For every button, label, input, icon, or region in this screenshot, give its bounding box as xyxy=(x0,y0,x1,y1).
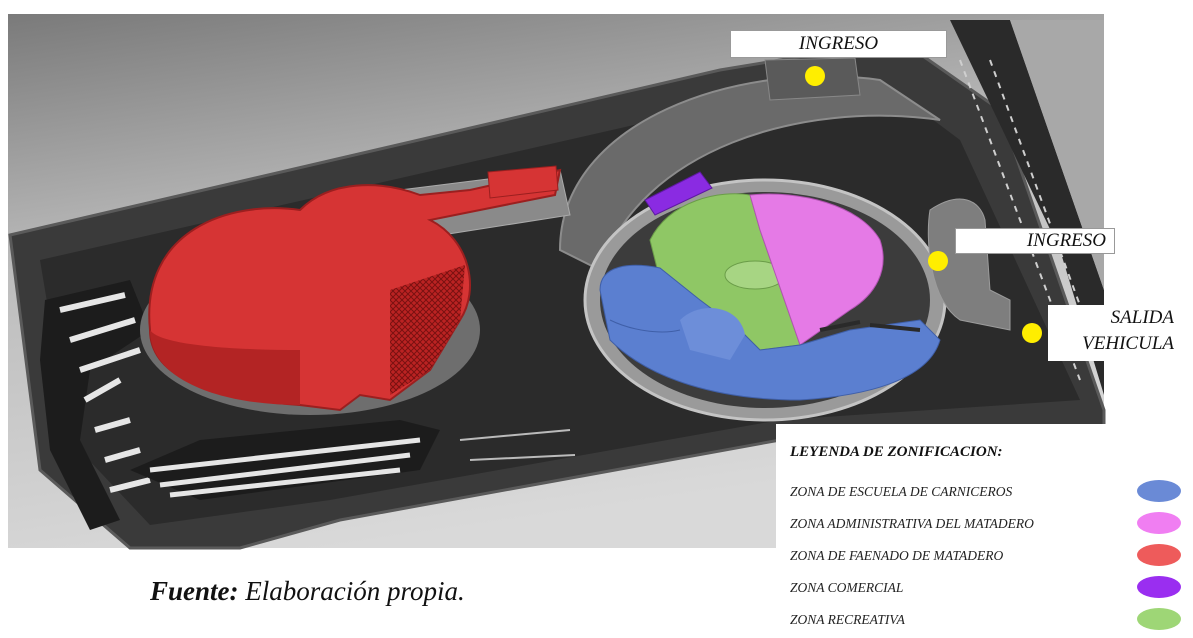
salida-label: SALIDA VEHICULA xyxy=(1048,305,1180,361)
source-caption: Fuente: Elaboración propia. xyxy=(150,576,465,607)
caption-text: Elaboración propia. xyxy=(238,576,465,606)
legend-item: ZONA DE FAENADO DE MATADERO xyxy=(790,544,1190,574)
zone-comercial xyxy=(644,171,713,216)
zone-escuela xyxy=(599,264,941,401)
legend-swatch xyxy=(1137,576,1181,598)
legend-swatch xyxy=(1137,480,1181,502)
legend-item: ZONA DE ESCUELA DE CARNICEROS xyxy=(790,480,1190,510)
road-right xyxy=(950,20,1104,395)
legend: LEYENDA DE ZONIFICACION: ZONA DE ESCUELA… xyxy=(776,424,1193,633)
ramp-structure xyxy=(927,198,1011,331)
legend-swatch xyxy=(1137,512,1181,534)
salida-label-line2: VEHICULA xyxy=(1082,333,1174,354)
legend-item-label: ZONA RECREATIVA xyxy=(790,612,905,627)
legend-title: LEYENDA DE ZONIFICACION: xyxy=(790,444,1003,460)
ingreso-top-marker xyxy=(805,66,825,86)
legend-item: ZONA RECREATIVA xyxy=(790,608,1190,638)
road-right-edge xyxy=(1010,20,1104,290)
zone-faenado xyxy=(140,165,562,415)
legend-swatch xyxy=(1137,544,1181,566)
legend-item: ZONA COMERCIAL xyxy=(790,576,1190,606)
caption-bold: Fuente: xyxy=(150,576,239,606)
zone-administrativa xyxy=(749,193,884,346)
access-curve xyxy=(558,75,941,272)
legend-item-label: ZONA COMERCIAL xyxy=(790,580,904,595)
legend-item-label: ZONA DE ESCUELA DE CARNICEROS xyxy=(790,484,1013,499)
salida-label-line1: SALIDA xyxy=(1110,307,1174,328)
salida-marker xyxy=(1022,323,1042,343)
legend-item-label: ZONA DE FAENADO DE MATADERO xyxy=(790,548,1004,563)
central-building xyxy=(583,171,947,422)
left-stands xyxy=(40,280,576,530)
legend-item: ZONA ADMINISTRATIVA DEL MATADERO xyxy=(790,512,1190,542)
ingreso-right-marker xyxy=(928,251,948,271)
ingreso-right-label: INGRESO xyxy=(955,228,1115,254)
legend-item-label: ZONA ADMINISTRATIVA DEL MATADERO xyxy=(790,516,1034,531)
legend-swatch xyxy=(1137,608,1181,630)
ingreso-top-label: INGRESO xyxy=(730,30,947,58)
